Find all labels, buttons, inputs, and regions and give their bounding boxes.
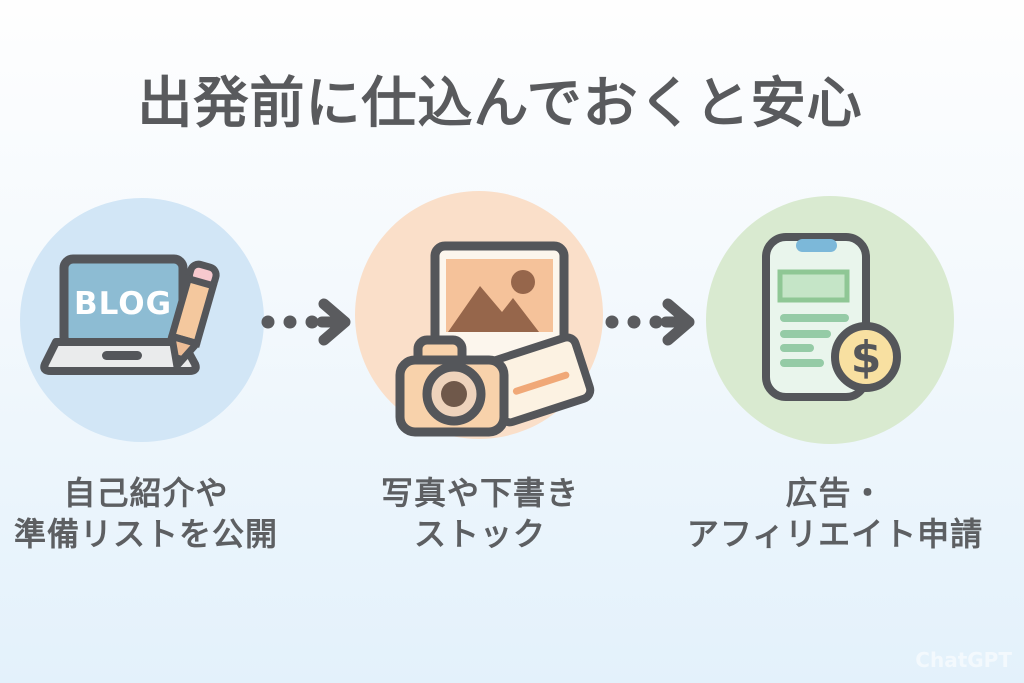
card-text-line [512, 371, 570, 395]
step-label-line: ストック [413, 515, 546, 553]
chatgpt-watermark: ChatGPT [915, 648, 1012, 672]
dollar-sign: $ [851, 332, 882, 383]
camera-lens-core [441, 381, 467, 407]
phone-banner [777, 269, 850, 303]
step-label-line: 写真や下書き [380, 474, 579, 512]
dotted-arrow-icon [261, 298, 351, 346]
arrow-dot [305, 315, 319, 329]
blog-screen-text: BLOG [74, 286, 172, 322]
dotted-arrow-icon [605, 298, 695, 346]
step-label-line: 広告・ [785, 474, 885, 512]
arrow-dot [261, 315, 275, 329]
arrow-head [318, 298, 351, 346]
arrow-dot [283, 315, 297, 329]
step-label-line: アフィリエイト申請 [686, 515, 984, 553]
phone-text-bar [780, 344, 814, 352]
phone-text-bar [780, 330, 831, 338]
step-label-line: 準備リストを公開 [13, 515, 278, 553]
laptop-trackpad-slot [102, 351, 142, 360]
photo-sun [511, 270, 535, 294]
phone-text-bar [780, 359, 824, 367]
phone-text-bar [780, 314, 849, 322]
step-label-photos: 写真や下書き ストック [330, 473, 630, 555]
smartphone-dollar-icon: $ [762, 233, 901, 401]
arrow-dot [627, 315, 641, 329]
arrow-head [662, 298, 695, 346]
step-label-blog: 自己紹介や 準備リストを公開 [0, 473, 292, 555]
page-title: 出発前に仕込んでおくと安心 [137, 71, 863, 135]
step-label-ads: 広告・ アフィリエイト申請 [655, 473, 1015, 555]
laptop-blog-pencil-icon: BLOG [40, 254, 220, 375]
photo-mountains [448, 286, 539, 332]
pencil-icon [167, 260, 220, 370]
pencil-lead [175, 353, 185, 366]
dollar-coin-icon [831, 322, 901, 392]
phone-notch [796, 239, 837, 252]
camera-photos-icon [395, 241, 595, 437]
step-label-line: 自己紹介や [63, 474, 229, 512]
arrow-dot [605, 315, 619, 329]
arrow-dot [649, 315, 663, 329]
